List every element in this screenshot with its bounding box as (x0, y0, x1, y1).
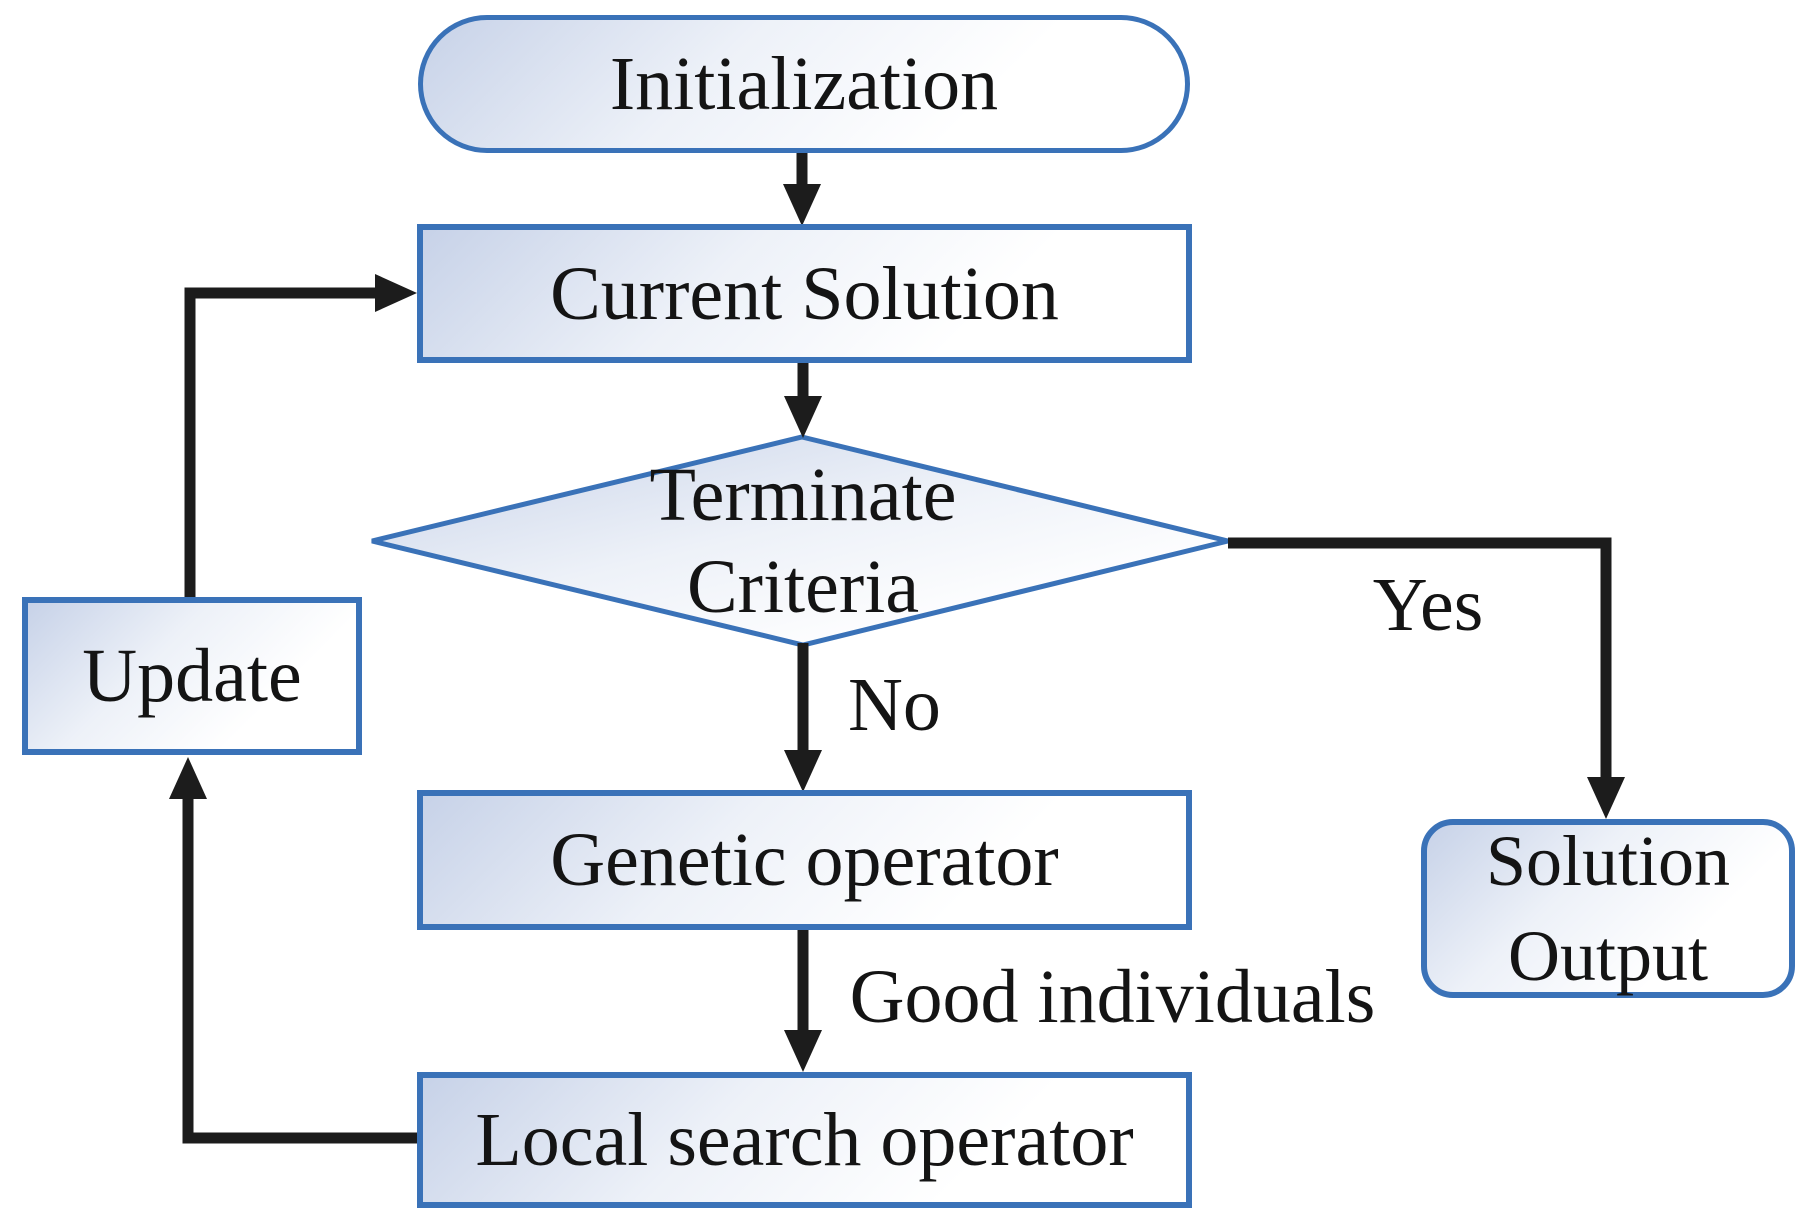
terminate-criteria-line1: Terminate (649, 453, 957, 537)
terminate-criteria-line2: Criteria (686, 545, 920, 629)
edge-genetic-to-localsearch (784, 926, 822, 1072)
edge-terminate-no-to-genetic (784, 643, 822, 792)
node-local-search-operator-label: Local search operator (475, 1098, 1134, 1182)
node-terminate-criteria-label: Terminate Criteria (500, 448, 1106, 634)
edge-label-no: No (848, 662, 941, 747)
edge-localsearch-to-update (169, 757, 420, 1144)
node-update: Update (22, 597, 362, 755)
edge-label-good-individuals: Good individuals (849, 954, 1376, 1039)
node-current-solution: Current Solution (417, 224, 1192, 363)
node-local-search-operator: Local search operator (417, 1072, 1192, 1208)
node-solution-output: Solution Output (1421, 819, 1795, 998)
node-genetic-operator-label: Genetic operator (550, 818, 1059, 902)
solution-output-line2: Output (1507, 915, 1708, 996)
edge-label-yes: Yes (1372, 562, 1484, 647)
edge-current-to-terminate (784, 360, 822, 438)
edge-terminate-yes-to-output (1228, 537, 1625, 819)
node-genetic-operator: Genetic operator (417, 790, 1192, 930)
node-initialization: Initialization (418, 15, 1190, 153)
solution-output-line1: Solution (1485, 820, 1731, 901)
node-current-solution-label: Current Solution (550, 251, 1059, 336)
node-update-label: Update (82, 634, 302, 718)
edge-initialization-to-current (783, 150, 821, 226)
edge-update-to-current (184, 274, 417, 600)
node-initialization-label: Initialization (609, 42, 999, 126)
